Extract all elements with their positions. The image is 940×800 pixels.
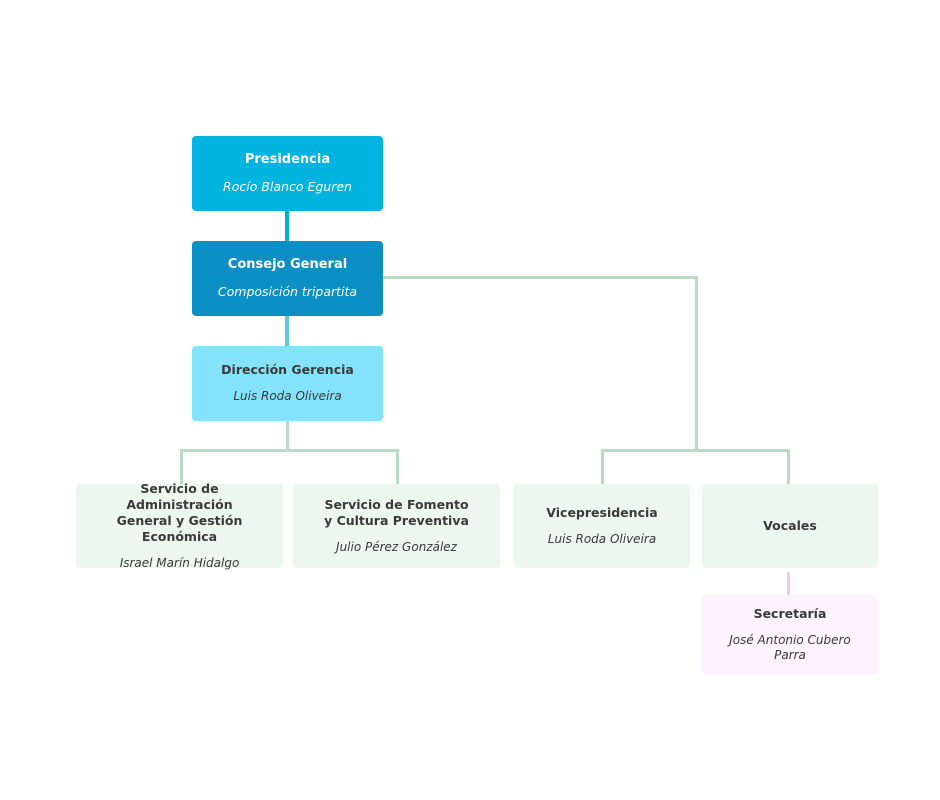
node-direccion-gerencia[interactable]: Dirección Gerencia Luis Roda Oliveira: [192, 346, 383, 421]
node-vicepresidencia-subtitle: Luis Roda Oliveira: [547, 531, 657, 546]
node-servicio-administracion-subtitle: Israel Marín Hidalgo: [119, 555, 240, 570]
connector-drop-servicio-fomento: [396, 449, 399, 485]
node-presidencia-title: Presidencia: [244, 151, 331, 167]
node-presidencia[interactable]: Presidencia Rocío Blanco Eguren: [192, 136, 383, 211]
connector-drop-vocales: [787, 449, 790, 485]
connector-consejo-organs-vertical: [695, 276, 698, 452]
node-direccion-gerencia-subtitle: Luis Roda Oliveira: [233, 389, 342, 404]
connector-vocales-secretaria: [787, 572, 790, 595]
connector-drop-servicio-administracion: [180, 449, 183, 485]
node-servicio-fomento-title: Servicio de Fomento y Cultura Preventiva: [324, 496, 469, 528]
node-consejo-general[interactable]: Consejo General Composición tripartita: [192, 241, 383, 316]
connector-consejo-direccion: [285, 316, 289, 346]
connector-drop-vicepresidencia: [601, 449, 604, 485]
connector-servicios-bar: [180, 449, 399, 452]
node-consejo-general-title: Consejo General: [227, 256, 348, 272]
node-vocales-title: Vocales: [763, 518, 817, 533]
node-secretaria-title: Secretaría: [753, 605, 827, 621]
connector-consejo-organs-horizontal: [382, 276, 698, 279]
node-servicio-fomento[interactable]: Servicio de Fomento y Cultura Preventiva…: [293, 484, 500, 568]
connector-organs-bar: [601, 449, 790, 452]
node-secretaria-subtitle: José Antonio Cubero Parra: [729, 632, 851, 662]
node-vicepresidencia[interactable]: Vicepresidencia Luis Roda Oliveira: [514, 484, 690, 568]
node-consejo-general-subtitle: Composición tripartita: [217, 284, 358, 300]
node-servicio-fomento-subtitle: Julio Pérez González: [336, 539, 457, 554]
node-direccion-gerencia-title: Dirección Gerencia: [221, 362, 354, 378]
node-vocales[interactable]: Vocales: [702, 484, 878, 568]
connector-direccion-stem: [286, 421, 289, 452]
node-vicepresidencia-title: Vicepresidencia: [546, 504, 658, 520]
connector-presidencia-consejo: [285, 211, 289, 241]
node-presidencia-subtitle: Rocío Blanco Eguren: [223, 179, 352, 195]
node-secretaria[interactable]: Secretaría José Antonio Cubero Parra: [702, 595, 878, 674]
node-servicio-administracion-title: Servicio de Administración General y Ges…: [116, 480, 243, 544]
node-servicio-administracion[interactable]: Servicio de Administración General y Ges…: [76, 480, 283, 570]
